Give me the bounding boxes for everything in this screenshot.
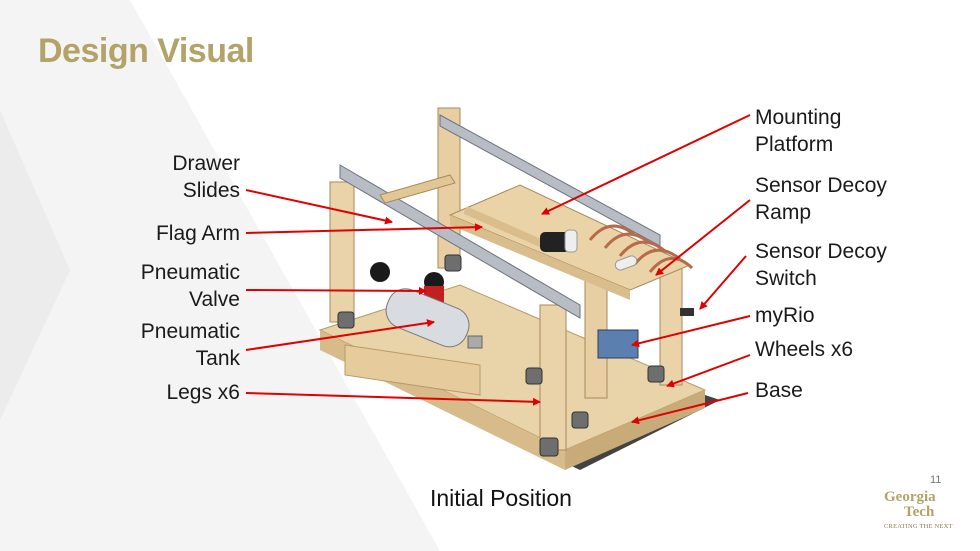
flag-arm-rod <box>463 206 547 249</box>
arrow-mounting-platform <box>541 114 751 215</box>
arrow-flag-arm <box>245 223 483 234</box>
base-board-edge-right <box>565 390 705 470</box>
background-chevron <box>0 0 440 551</box>
label-sensor-decoy-switch: Sensor Decoy Switch <box>755 240 887 290</box>
cross-beam <box>379 174 456 204</box>
label-wheels: Wheels x6 <box>755 338 854 361</box>
label-flag-arm: Flag Arm <box>155 222 240 245</box>
arrow-legs <box>245 392 541 406</box>
slide-title: Design Visual <box>38 32 254 70</box>
page-number: 11 <box>930 474 942 486</box>
annotation-arrows <box>245 114 751 425</box>
ramp-ribs <box>588 224 694 273</box>
arrow-wheels <box>666 354 751 388</box>
label-sensor-decoy-ramp: Sensor Decoy Ramp <box>755 174 887 224</box>
label-pneumatic-tank: Pneumatic Tank <box>140 320 240 370</box>
figure-caption: Initial Position <box>430 485 572 511</box>
logo-name-line2: Tech <box>904 504 935 520</box>
label-base: Base <box>755 379 803 402</box>
arrow-pneumatic-valve <box>245 286 427 295</box>
valve-knob-left <box>370 262 390 282</box>
arrow-base <box>631 392 749 425</box>
flag-arm-motor <box>540 232 570 252</box>
drawer-slide-front <box>339 164 581 319</box>
device-illustration <box>318 107 720 470</box>
arrow-myrio <box>631 315 751 348</box>
label-pneumatic-valve: Pneumatic Valve <box>140 261 240 311</box>
georgia-tech-logo: Georgia Tech CREATING THE NEXT <box>884 489 964 531</box>
pneumatic-tank-shape <box>385 288 470 348</box>
arrow-pneumatic-tank <box>245 319 435 351</box>
wheels-shapes <box>337 254 665 457</box>
arrow-sensor-decoy-switch <box>699 255 747 310</box>
label-myrio: myRio <box>755 304 815 327</box>
background-chevron-inner <box>0 110 70 420</box>
arrow-drawer-slides <box>245 189 393 225</box>
decoy-cylinder <box>614 255 638 271</box>
leg-front-left <box>329 181 355 323</box>
arrow-sensor-decoy-ramp <box>655 199 751 276</box>
flag-arm-cap <box>564 229 578 253</box>
mounting-platform-edge <box>450 215 630 300</box>
logo-name-line1: Georgia <box>884 489 936 505</box>
tank-fitting <box>467 335 483 349</box>
lower-plank <box>344 344 481 396</box>
decoy-switch-shape <box>680 308 694 316</box>
logo-tagline: CREATING THE NEXT <box>884 523 953 530</box>
label-drawer-slides: Drawer Slides <box>172 152 240 202</box>
label-legs: Legs x6 <box>166 381 240 404</box>
leg-front-middle <box>539 304 567 451</box>
label-mounting-platform: Mounting Platform <box>755 106 842 156</box>
